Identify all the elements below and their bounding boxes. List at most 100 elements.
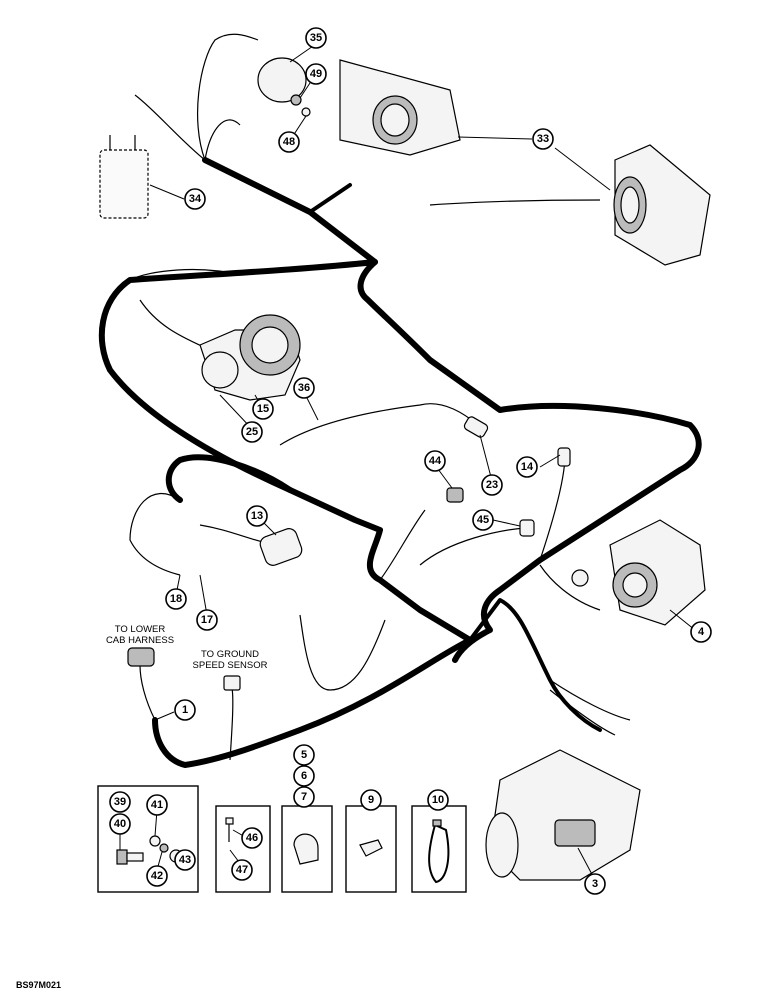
callout-33: 33 [532, 128, 554, 150]
wire [139, 299, 211, 351]
callout-46: 46 [241, 827, 263, 849]
lamp-assembly-upper [339, 59, 461, 156]
wire [279, 403, 479, 446]
wire [549, 679, 631, 721]
svg-text:7: 7 [301, 791, 307, 803]
leader-lines [119, 43, 696, 881]
wire [379, 509, 426, 581]
callout-48: 48 [278, 131, 300, 153]
washer-icon [149, 835, 161, 847]
callout-25: 25 [241, 421, 263, 443]
callout-18: 18 [165, 588, 187, 610]
callout-13: 13 [246, 505, 268, 527]
hardware-box-strap-10 [411, 805, 467, 893]
lamp-assembly-lower [613, 144, 711, 266]
main-harness-cable [202, 157, 702, 663]
switch-plate [257, 57, 311, 117]
svg-text:10: 10 [432, 794, 444, 806]
lower-cab-harness-label-line1: TO LOWER [115, 624, 166, 635]
wire [539, 564, 601, 611]
starter-motor [485, 749, 641, 881]
svg-text:23: 23 [486, 479, 498, 491]
callout-1: 1 [174, 699, 196, 721]
connector-45 [519, 519, 535, 537]
callout-36: 36 [293, 377, 315, 399]
svg-text:40: 40 [114, 818, 126, 830]
callout-10: 10 [427, 789, 449, 811]
svg-text:13: 13 [251, 510, 263, 522]
wire [419, 527, 526, 566]
harness-branch [308, 183, 352, 214]
callout-35: 35 [305, 27, 327, 49]
callout-42: 42 [146, 865, 168, 887]
svg-text:48: 48 [283, 136, 295, 148]
svg-text:35: 35 [310, 32, 322, 44]
svg-text:18: 18 [170, 593, 182, 605]
callout-40: 40 [109, 813, 131, 835]
lockwasher-icon [159, 843, 169, 853]
svg-text:25: 25 [246, 426, 258, 438]
svg-text:44: 44 [429, 455, 442, 467]
wire [549, 689, 616, 736]
svg-text:49: 49 [310, 68, 322, 80]
lower-cab-harness-label-line2: CAB HARNESS [106, 635, 174, 646]
callout-43: 43 [174, 849, 196, 871]
callout-47: 47 [231, 859, 253, 881]
hardware-box-clip-7 [281, 805, 333, 893]
alternator [571, 519, 706, 626]
callout-49: 49 [305, 63, 327, 85]
relay-component [99, 135, 149, 219]
svg-text:6: 6 [301, 770, 307, 782]
strap-icon [428, 819, 450, 884]
callout-44: 44 [424, 450, 446, 472]
svg-text:14: 14 [521, 461, 534, 473]
callout-5: 5 [293, 744, 315, 766]
svg-text:45: 45 [477, 514, 489, 526]
svg-text:34: 34 [189, 193, 202, 205]
ground-speed-sensor-label-line2: SPEED SENSOR [193, 660, 268, 671]
wire [134, 94, 206, 161]
wire [139, 664, 156, 721]
callout-9: 9 [360, 789, 382, 811]
svg-text:17: 17 [201, 614, 213, 626]
sensor-component [446, 487, 464, 503]
screw-icon [225, 817, 234, 842]
wire [229, 687, 234, 761]
callout-7: 7 [293, 786, 315, 808]
svg-text:41: 41 [151, 799, 163, 811]
ground-speed-connector [223, 675, 241, 691]
svg-text:9: 9 [368, 794, 374, 806]
svg-text:47: 47 [236, 864, 248, 876]
svg-text:46: 46 [246, 832, 258, 844]
wire [299, 614, 386, 691]
svg-text:4: 4 [698, 626, 705, 638]
figure-id: BS97M021 [16, 980, 61, 990]
callout-3: 3 [584, 873, 606, 895]
callout-23: 23 [481, 474, 503, 496]
svg-text:15: 15 [257, 403, 269, 415]
lower-cab-connector [127, 647, 155, 667]
callout-14: 14 [516, 456, 538, 478]
wire [196, 33, 259, 161]
pressure-switch [463, 416, 489, 438]
main-harness-cable [165, 454, 293, 503]
callout-4: 4 [690, 621, 712, 643]
connector-14 [557, 447, 571, 467]
svg-text:5: 5 [301, 749, 307, 761]
wire [429, 199, 601, 206]
ground-speed-sensor-label-line1: TO GROUND [201, 649, 259, 660]
wire [129, 493, 181, 576]
svg-text:1: 1 [182, 704, 188, 716]
small-clip-icon [359, 839, 383, 857]
diode-module [259, 528, 303, 566]
callout-45: 45 [472, 509, 494, 531]
svg-text:39: 39 [114, 796, 126, 808]
callout-15: 15 [252, 398, 274, 420]
wire [129, 268, 241, 281]
svg-text:33: 33 [537, 133, 549, 145]
bolt-icon [116, 849, 144, 865]
callout-39: 39 [109, 791, 131, 813]
ac-compressor [199, 314, 301, 401]
svg-text:42: 42 [151, 870, 163, 882]
